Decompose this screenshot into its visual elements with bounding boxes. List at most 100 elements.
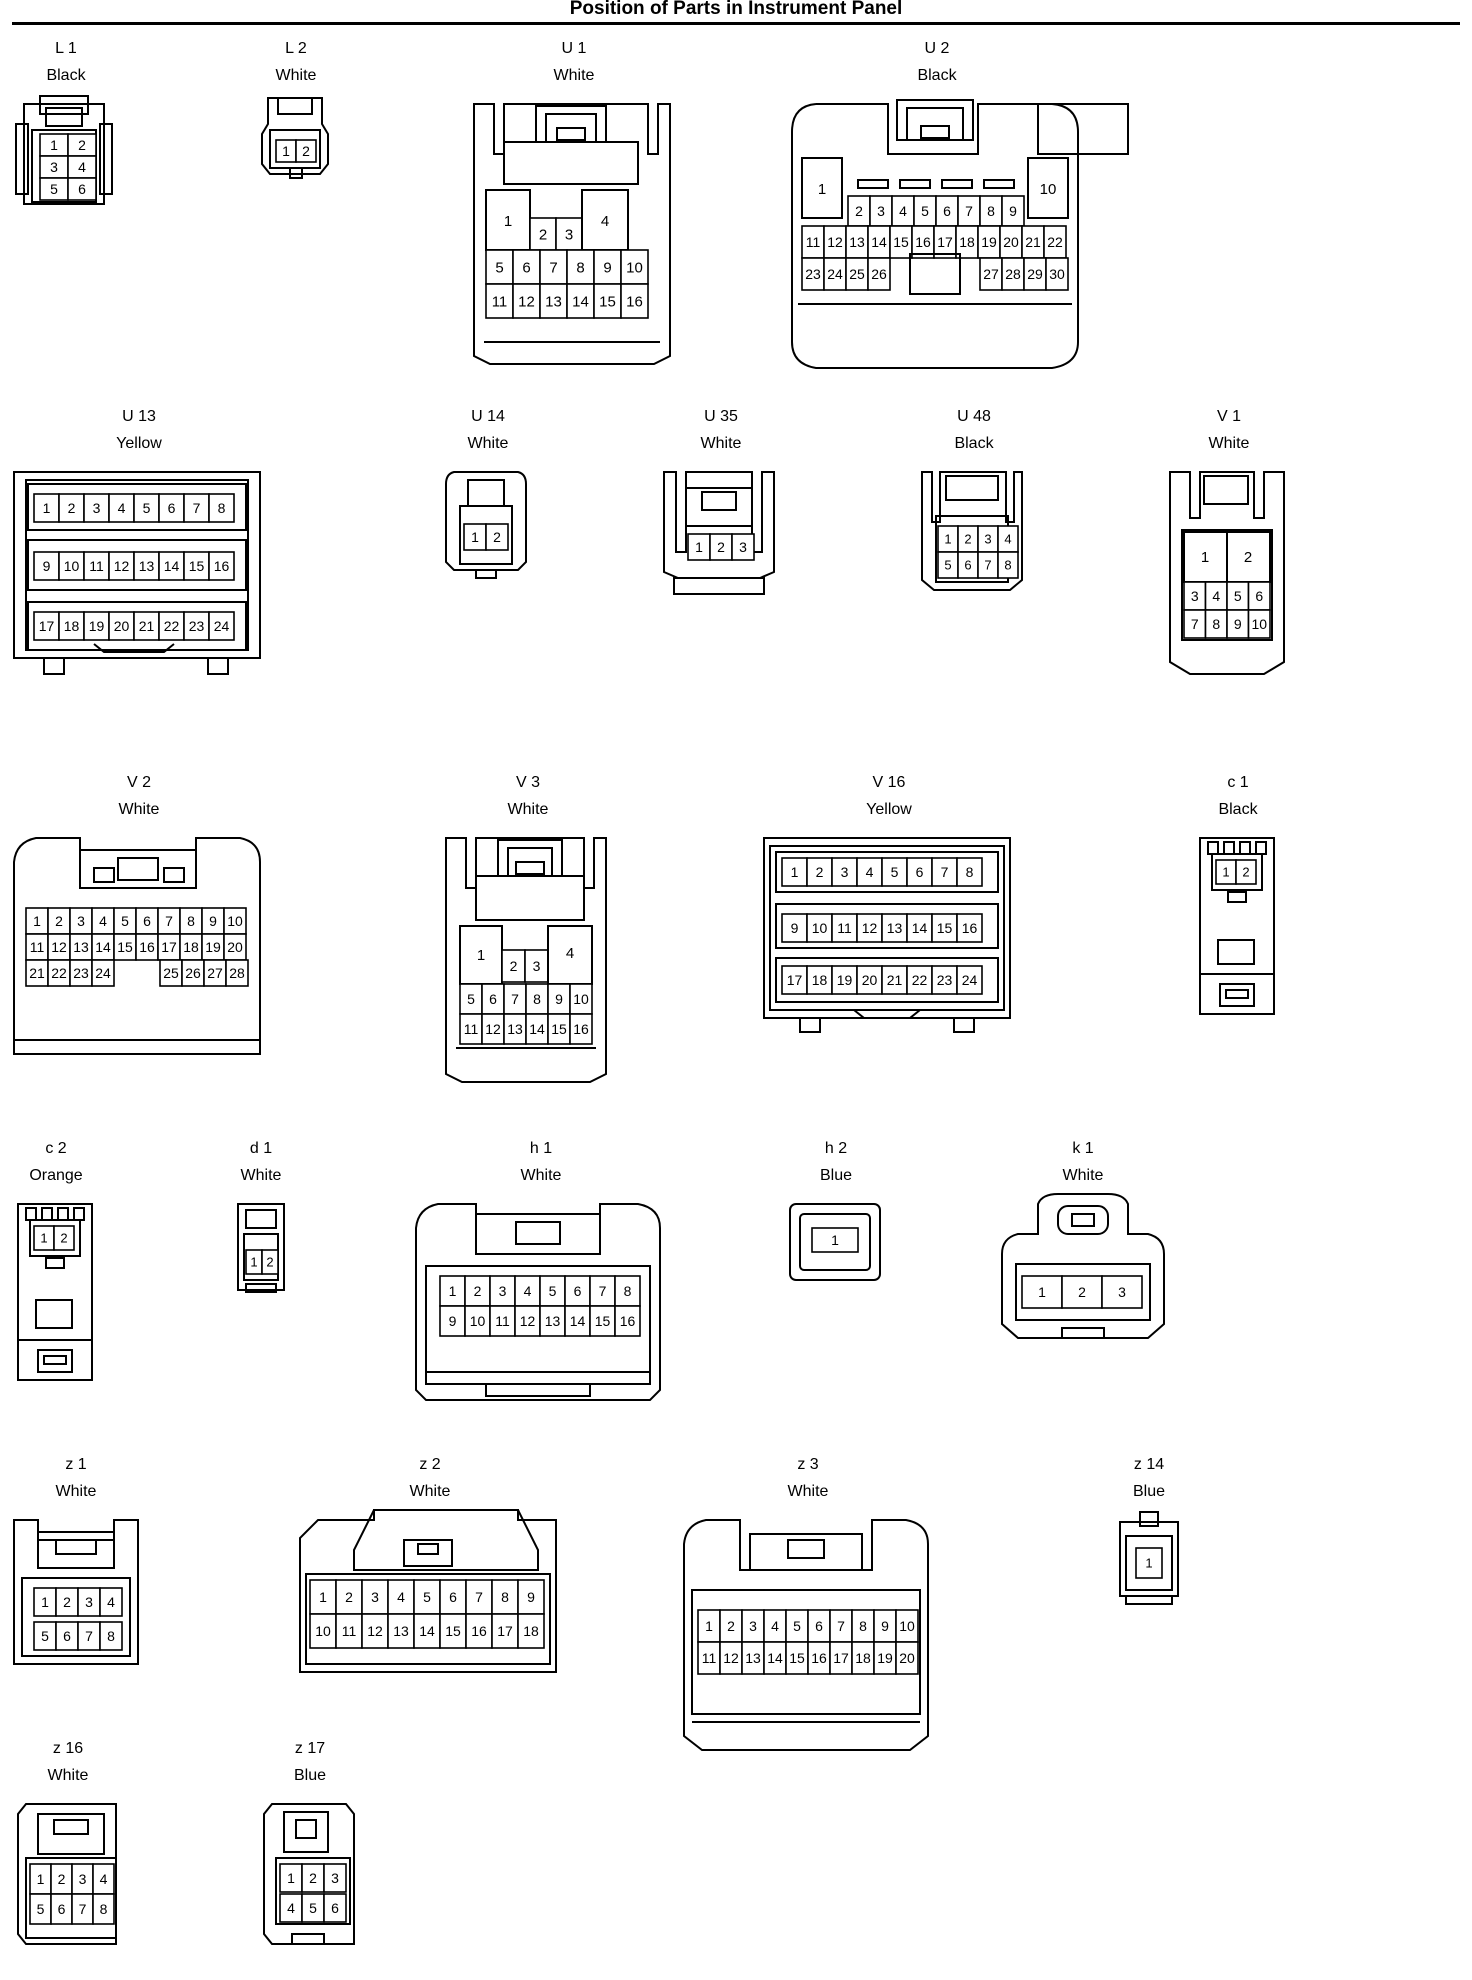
pin-cell — [620, 283, 649, 319]
pin-number: 15 — [445, 1623, 461, 1639]
housing-part — [57, 1207, 69, 1221]
housing-part — [27, 483, 247, 531]
pin-number: 9 — [603, 259, 611, 276]
connector-name: z 16 — [52, 1740, 84, 1757]
pin-number: 22 — [912, 972, 928, 988]
pin-cell — [58, 611, 85, 641]
pin-cell — [881, 965, 908, 995]
connector-name: d 1 — [249, 1140, 273, 1157]
pin-cell — [99, 1621, 123, 1651]
housing-part — [417, 1543, 439, 1555]
pin-cell — [108, 551, 135, 581]
connector-color: White — [507, 801, 549, 818]
pin-number: 10 — [227, 913, 243, 929]
pin-number: 3 — [749, 1618, 757, 1634]
pin-number: 3 — [331, 1870, 339, 1886]
pin-cell — [133, 611, 160, 641]
pin-cell — [906, 913, 933, 943]
housing-outline — [473, 103, 671, 365]
pin-number: 13 — [849, 234, 865, 250]
pin-cell — [566, 283, 595, 319]
pin-cell — [295, 139, 317, 163]
housing-outline — [353, 1509, 539, 1571]
pin-number: 15 — [189, 558, 205, 574]
pin-number: 22 — [1047, 234, 1063, 250]
pin-cell — [108, 611, 135, 641]
housing-part — [515, 861, 545, 875]
pin-number: 12 — [485, 1021, 501, 1037]
pin-number: 16 — [139, 939, 155, 955]
pin-number: 11 — [30, 939, 45, 955]
housing-part — [43, 1355, 67, 1365]
pin-number: 8 — [576, 259, 584, 276]
pin-number: 1 — [449, 1283, 457, 1299]
pin-number: 5 — [37, 1901, 45, 1917]
housing-part — [73, 1207, 85, 1221]
pin-number: 14 — [572, 293, 589, 310]
housing-part — [245, 1283, 277, 1293]
pin-cell — [569, 1013, 593, 1045]
pin-number: 10 — [899, 1618, 915, 1634]
connector-name: z 3 — [797, 1456, 819, 1473]
housing-part — [305, 1573, 551, 1665]
pin-number: 10 — [626, 259, 643, 276]
connector-name: V 1 — [1216, 408, 1241, 425]
housing-part — [1125, 1595, 1173, 1605]
housing-part — [163, 867, 185, 883]
pin-number: 12 — [518, 293, 535, 310]
pin-number: 2 — [964, 532, 971, 547]
pin-number: 3 — [50, 159, 58, 175]
pin-number: 11 — [342, 1623, 357, 1639]
pin-number: 21 — [1025, 234, 1041, 250]
pin-number: 5 — [944, 558, 951, 573]
pin-number: 1 — [477, 947, 485, 964]
pin-number: 8 — [533, 991, 541, 1007]
housing-part — [789, 1203, 881, 1281]
pin-number: 10 — [1251, 616, 1267, 632]
pin-number: 12 — [51, 939, 67, 955]
housing-part — [909, 253, 961, 295]
pin-number: 22 — [164, 618, 180, 634]
pin-number: 3 — [739, 539, 747, 555]
pin-number: 1 — [287, 1870, 295, 1886]
pin-number: 22 — [51, 965, 67, 981]
pin-number: 7 — [549, 259, 557, 276]
pin-number: 5 — [467, 991, 475, 1007]
pin-cell — [208, 611, 235, 641]
housing-part — [1255, 841, 1267, 855]
pin-number: 18 — [183, 939, 199, 955]
housing-part — [1239, 841, 1251, 855]
connector-drawing: 1 — [1119, 1511, 1179, 1605]
pin-number: 5 — [41, 1628, 49, 1644]
pin-number: 18 — [855, 1650, 871, 1666]
connector-name: c 1 — [1227, 774, 1249, 791]
housing-part — [291, 1933, 325, 1945]
pin-number: 11 — [89, 558, 104, 574]
pin-number: 13 — [745, 1650, 761, 1666]
connector-color: White — [118, 801, 160, 818]
pin-cell — [956, 913, 983, 943]
pin-number: 2 — [816, 864, 824, 880]
pin-number: 15 — [893, 234, 909, 250]
pin-number: 20 — [1003, 234, 1019, 250]
connector-color: Black — [954, 435, 994, 452]
pin-number: 3 — [984, 532, 991, 547]
pin-cell — [464, 1305, 491, 1337]
housing-part — [749, 1533, 863, 1571]
housing-part — [289, 167, 303, 179]
housing-part — [1225, 989, 1249, 999]
pin-number: 1 — [471, 529, 479, 545]
housing-part — [117, 857, 159, 881]
pin-number: 2 — [345, 1589, 353, 1605]
